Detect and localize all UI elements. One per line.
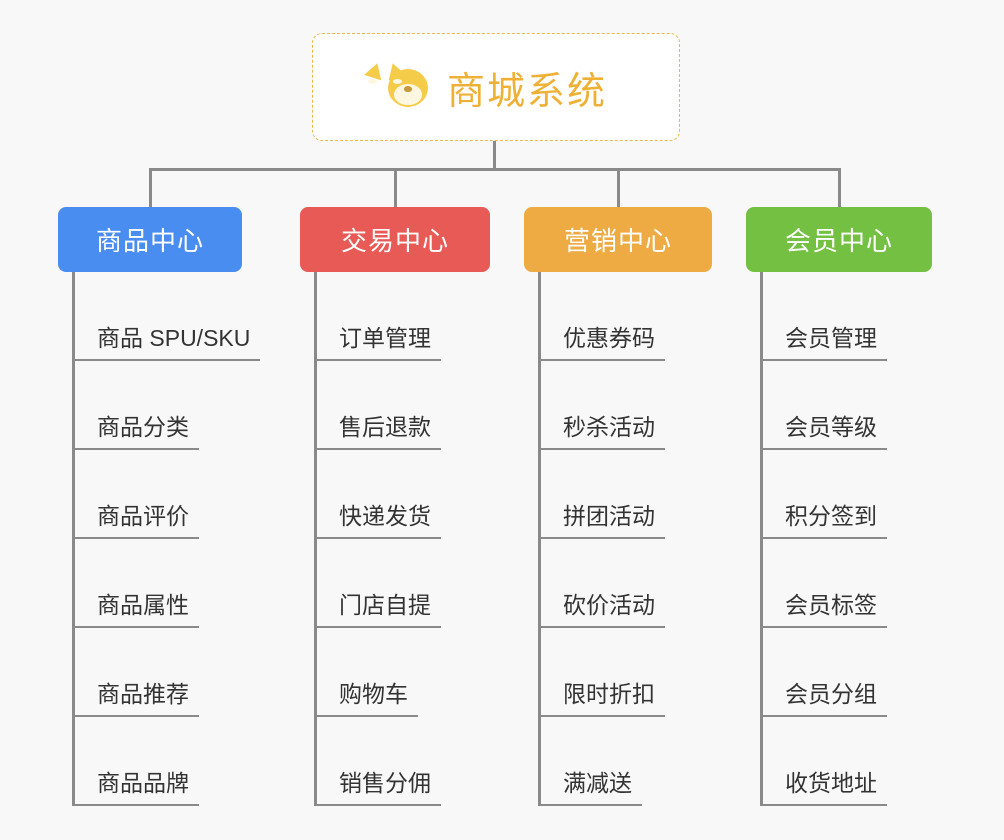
leaf-item[interactable]: 门店自提 — [317, 539, 490, 628]
leaf-item-label: 砍价活动 — [541, 591, 665, 628]
leaf-item-label: 购物车 — [317, 680, 418, 717]
category-header-marketing-center[interactable]: 营销中心 — [524, 207, 712, 272]
leaf-item-label: 积分签到 — [763, 502, 887, 539]
leaf-item-label: 销售分佣 — [317, 769, 441, 806]
leaf-item-label: 快递发货 — [317, 502, 441, 539]
leaf-item-label: 商品分类 — [75, 413, 199, 450]
leaf-item[interactable]: 商品属性 — [75, 539, 242, 628]
leaf-item-label: 售后退款 — [317, 413, 441, 450]
leaf-item-label: 商品推荐 — [75, 680, 199, 717]
column-trade-center: 交易中心订单管理售后退款快递发货门店自提购物车销售分佣 — [300, 207, 490, 806]
leaf-item-label: 拼团活动 — [541, 502, 665, 539]
leaf-item-label: 会员管理 — [763, 324, 887, 361]
leaf-item[interactable]: 商品评价 — [75, 450, 242, 539]
category-header-member-center[interactable]: 会员中心 — [746, 207, 932, 272]
category-header-product-center[interactable]: 商品中心 — [58, 207, 242, 272]
leaf-item-label: 商品属性 — [75, 591, 199, 628]
leaf-item[interactable]: 快递发货 — [317, 450, 490, 539]
connector-branch-product-center — [149, 168, 152, 207]
leaf-item[interactable]: 拼团活动 — [541, 450, 712, 539]
leaf-item[interactable]: 订单管理 — [317, 272, 490, 361]
leaf-item[interactable]: 商品品牌 — [75, 717, 242, 806]
category-title: 交易中心 — [340, 226, 449, 256]
leaf-item[interactable]: 限时折扣 — [541, 628, 712, 717]
leaf-item[interactable]: 商品 SPU/SKU — [75, 272, 261, 361]
leaf-item-label: 限时折扣 — [541, 680, 665, 717]
branch-body-marketing-center: 优惠券码秒杀活动拼团活动砍价活动限时折扣满减送 — [538, 272, 712, 806]
branch-body-product-center: 商品 SPU/SKU 商品分类商品评价商品属性商品推荐商品品牌 — [72, 272, 261, 806]
connector-horizontal-bus — [149, 168, 841, 171]
leaf-item[interactable]: 优惠券码 — [541, 272, 712, 361]
leaf-item-label: 优惠券码 — [541, 324, 665, 361]
leaf-item-label: 会员标签 — [763, 591, 887, 628]
connector-root-vertical — [493, 141, 496, 170]
category-header-trade-center[interactable]: 交易中心 — [300, 207, 490, 272]
column-member-center: 会员中心会员管理会员等级积分签到会员标签会员分组收货地址 — [746, 207, 932, 806]
leaf-item-label: 商品 SPU/SKU — [75, 324, 261, 361]
category-title: 会员中心 — [784, 226, 893, 256]
leaf-item[interactable]: 满减送 — [541, 717, 712, 806]
connector-branch-member-center — [838, 168, 841, 207]
leaf-item-label: 满减送 — [541, 769, 642, 806]
leaf-item[interactable]: 会员等级 — [763, 361, 932, 450]
leaf-item[interactable]: 售后退款 — [317, 361, 490, 450]
leaf-item[interactable]: 商品分类 — [75, 361, 242, 450]
leaf-item-label: 门店自提 — [317, 591, 441, 628]
category-title: 营销中心 — [563, 226, 672, 256]
column-product-center: 商品中心商品 SPU/SKU 商品分类商品评价商品属性商品推荐商品品牌 — [58, 207, 261, 806]
branch-body-member-center: 会员管理会员等级积分签到会员标签会员分组收货地址 — [760, 272, 932, 806]
leaf-item-label: 收货地址 — [763, 769, 887, 806]
leaf-item[interactable]: 会员标签 — [763, 539, 932, 628]
category-title: 商品中心 — [95, 226, 204, 256]
leaf-item-label: 秒杀活动 — [541, 413, 665, 450]
leaf-item[interactable]: 会员管理 — [763, 272, 932, 361]
leaf-item[interactable]: 商品推荐 — [75, 628, 242, 717]
branch-body-trade-center: 订单管理售后退款快递发货门店自提购物车销售分佣 — [314, 272, 490, 806]
root-title: 商城系统 — [446, 70, 607, 113]
column-marketing-center: 营销中心优惠券码秒杀活动拼团活动砍价活动限时折扣满减送 — [524, 207, 712, 806]
leaf-item[interactable]: 积分签到 — [763, 450, 932, 539]
leaf-item[interactable]: 会员分组 — [763, 628, 932, 717]
root-node[interactable]: 商城系统 — [312, 33, 680, 141]
leaf-item[interactable]: 收货地址 — [763, 717, 932, 806]
dog-face-icon — [364, 60, 433, 111]
leaf-item[interactable]: 购物车 — [317, 628, 490, 717]
leaf-item[interactable]: 砍价活动 — [541, 539, 712, 628]
leaf-item[interactable]: 销售分佣 — [317, 717, 490, 806]
leaf-item-label: 商品评价 — [75, 502, 199, 539]
leaf-item[interactable]: 秒杀活动 — [541, 361, 712, 450]
connector-branch-trade-center — [394, 168, 397, 207]
leaf-item-label: 会员分组 — [763, 680, 887, 717]
leaf-item-label: 会员等级 — [763, 413, 887, 450]
leaf-item-label: 商品品牌 — [75, 769, 199, 806]
connector-branch-marketing-center — [617, 168, 620, 207]
leaf-item-label: 订单管理 — [317, 324, 441, 361]
